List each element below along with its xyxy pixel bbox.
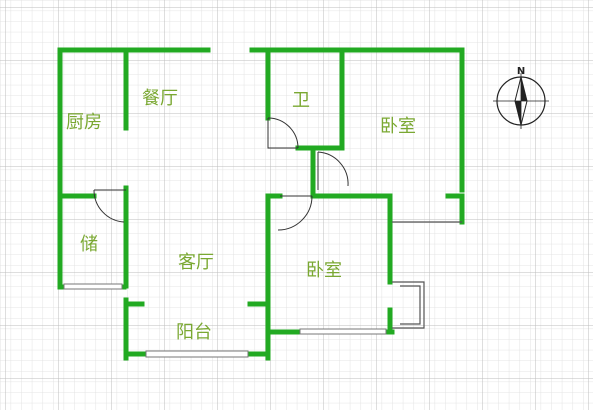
compass-rose-icon: N	[493, 66, 549, 129]
room-label-kitchen: 厨房	[66, 112, 102, 133]
windows	[63, 283, 387, 358]
window-bedroom2	[299, 328, 387, 335]
room-label-living: 客厅	[178, 252, 214, 273]
doors	[93, 117, 349, 231]
door-bathroom	[267, 117, 299, 149]
room-label-dining: 餐厅	[142, 88, 178, 109]
door-bedroom2	[277, 195, 313, 231]
compass-north-letter: N	[517, 66, 525, 77]
thin-lines	[392, 221, 462, 329]
door-hall	[317, 151, 349, 190]
room-labels: 厨房 餐厅 卫 卧室 储 客厅 卧室 阳台	[66, 88, 416, 343]
room-label-storage: 储	[80, 234, 98, 255]
room-label-balcony: 阳台	[176, 322, 212, 343]
room-label-bedroom-1: 卧室	[380, 116, 416, 137]
window-storage	[63, 283, 123, 290]
door-storage	[93, 189, 126, 223]
room-label-bedroom-2: 卧室	[306, 260, 342, 281]
room-label-bathroom: 卫	[292, 90, 310, 111]
window-balcony	[145, 350, 249, 358]
